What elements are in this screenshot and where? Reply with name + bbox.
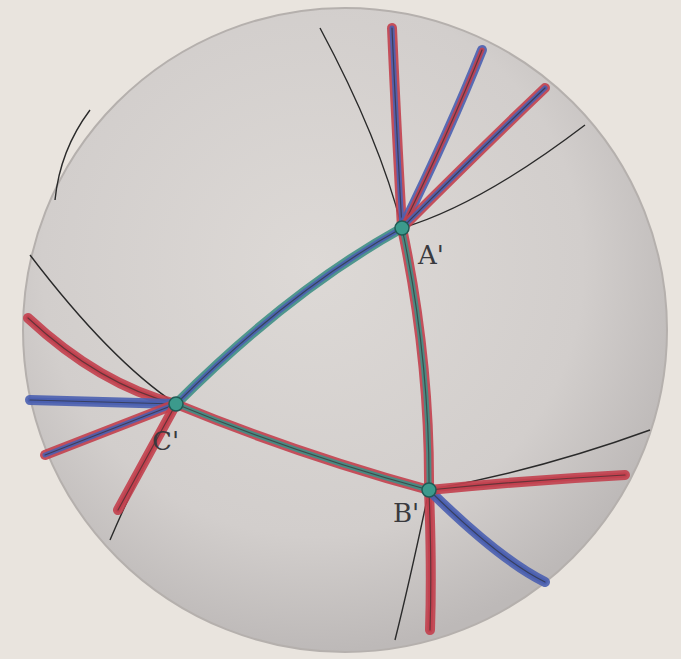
great-circle-band xyxy=(429,490,431,630)
great-circle-band xyxy=(28,318,176,404)
vertex-label: C' xyxy=(152,428,179,454)
great-circle-bands xyxy=(28,28,650,640)
great-circle-band xyxy=(429,490,545,582)
great-circle-band xyxy=(429,490,545,582)
great-circle-band xyxy=(30,400,176,404)
great-circle-band xyxy=(429,475,625,490)
great-circle-band xyxy=(28,318,176,404)
great-circle-band xyxy=(429,490,431,630)
great-circle-band xyxy=(176,228,402,404)
great-circle-band xyxy=(392,28,402,228)
great-circle-band xyxy=(176,404,429,490)
great-circle-band xyxy=(429,490,545,582)
great-circle-band xyxy=(118,404,176,510)
great-circle-band xyxy=(402,88,545,228)
great-circle-band xyxy=(176,404,429,490)
great-circle-band xyxy=(392,28,402,228)
great-circle-band xyxy=(28,318,176,404)
thin-arc xyxy=(429,430,650,490)
great-circle-band xyxy=(429,475,625,490)
thin-arc xyxy=(320,28,402,228)
thin-arc xyxy=(55,110,90,200)
great-circle-band xyxy=(402,50,482,228)
great-circle-band xyxy=(30,400,176,404)
great-circle-band xyxy=(402,88,545,228)
vertex-dot xyxy=(422,483,436,497)
great-circle-band xyxy=(30,400,176,404)
vertex-dot xyxy=(169,397,183,411)
great-circle-band xyxy=(176,228,402,404)
great-circle-band xyxy=(429,475,625,490)
great-circle-band xyxy=(392,28,402,228)
thin-arc xyxy=(30,255,176,404)
vertex-label: B' xyxy=(393,500,419,526)
great-circle-band xyxy=(176,404,429,490)
vertex-label: A' xyxy=(418,242,444,268)
great-circle-band xyxy=(429,490,431,630)
vertex-dot xyxy=(395,221,409,235)
great-circle-band xyxy=(402,50,482,228)
great-circle-band xyxy=(176,228,402,404)
great-circle-band xyxy=(118,404,176,510)
dome xyxy=(23,8,667,652)
great-circle-band xyxy=(402,50,482,228)
vertex-dots xyxy=(169,221,436,497)
great-circle-band xyxy=(118,404,176,510)
great-circle-band xyxy=(402,88,545,228)
